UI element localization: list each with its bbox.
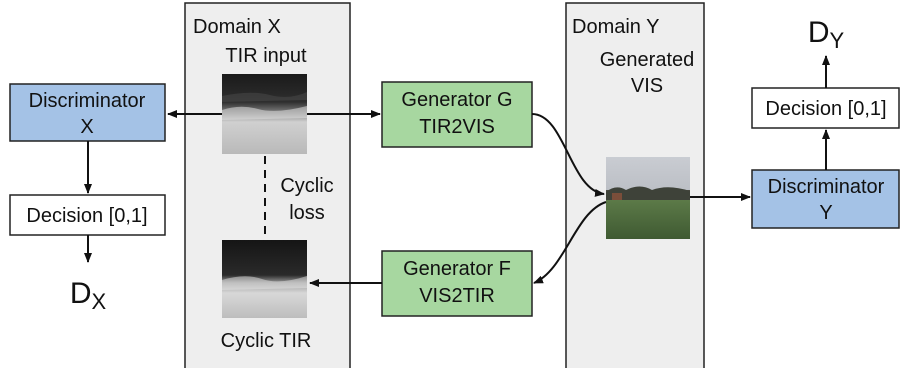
- discriminator-y-box: [751, 169, 900, 229]
- generated-vis-image: [606, 157, 690, 239]
- discriminator-y-line2: Y: [819, 202, 832, 224]
- discriminator-y-line1: Discriminator: [768, 176, 885, 198]
- generator-g-line1: Generator G: [401, 89, 512, 111]
- discriminator-x-line1: Discriminator: [29, 90, 146, 112]
- generator-f-box: [381, 250, 533, 317]
- cyclic-loss-label-line2: loss: [289, 202, 325, 224]
- domain-x-title: Domain X: [193, 16, 281, 38]
- output-dy: DY: [808, 16, 845, 53]
- output-dx: DX: [70, 277, 107, 314]
- decision-x-box: [9, 194, 166, 236]
- cyclic-tir-image: [222, 240, 307, 318]
- discriminator-x-box: [9, 83, 166, 142]
- cyclic-loss-label-line1: Cyclic: [280, 175, 333, 197]
- arrow-vis-to-generator-f: [533, 201, 607, 284]
- generated-vis-label-line2: VIS: [631, 75, 663, 97]
- decision-y-box: [751, 87, 900, 129]
- generator-f-line2: VIS2TIR: [419, 285, 495, 307]
- cyclic-tir-label: Cyclic TIR: [221, 330, 312, 352]
- generator-f-line1: Generator F: [403, 258, 511, 280]
- tir-input-image: [222, 74, 307, 154]
- decision-x-label: Decision [0,1]: [26, 205, 147, 227]
- discriminator-x-line2: X: [80, 116, 93, 138]
- decision-y-label: Decision [0,1]: [765, 98, 886, 120]
- arrow-generator-g-to-vis: [531, 113, 605, 197]
- generated-vis-label-line1: Generated: [600, 49, 695, 71]
- tir-input-label: TIR input: [225, 45, 307, 67]
- domain-y-title: Domain Y: [572, 16, 659, 38]
- generator-g-line2: TIR2VIS: [419, 116, 495, 138]
